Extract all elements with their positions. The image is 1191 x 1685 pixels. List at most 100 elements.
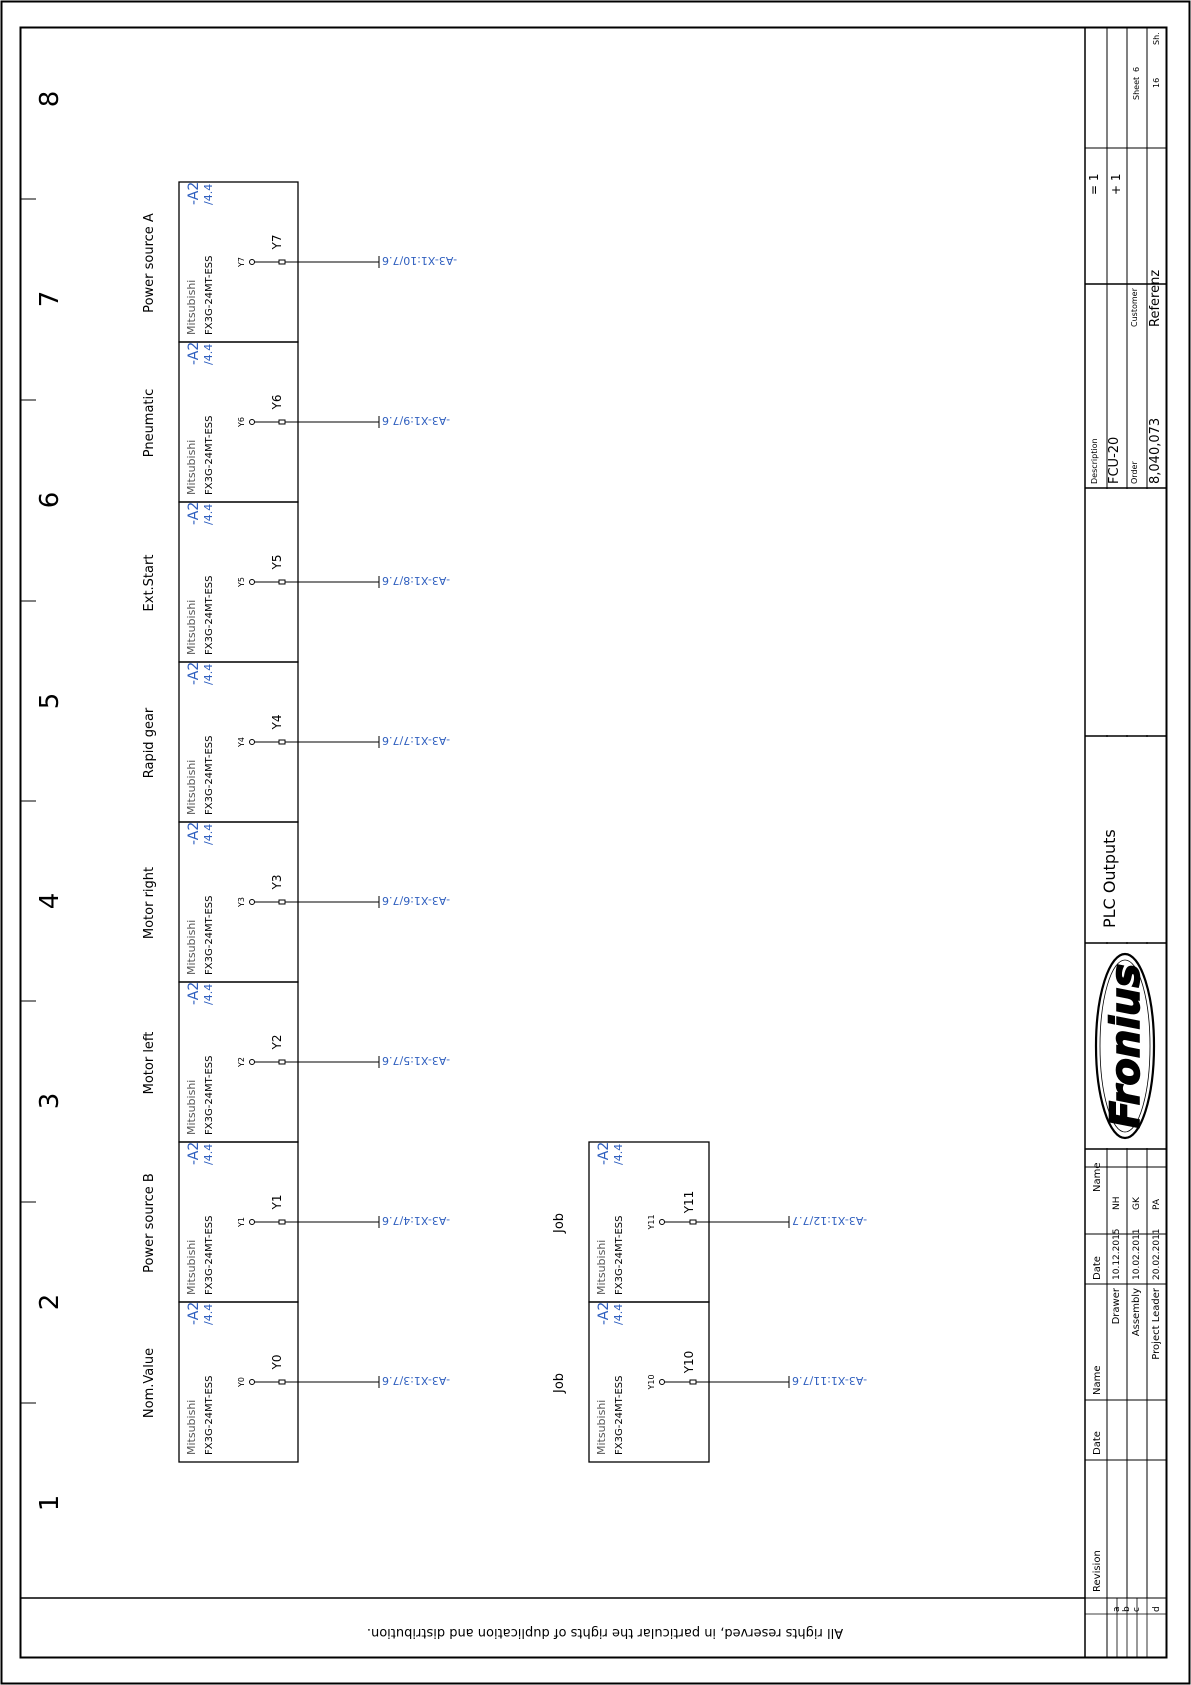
cross-reference: -A3-X1:7/7.6 xyxy=(382,734,450,747)
device-ref: /4.4 xyxy=(202,824,215,845)
manufacturer-label: Mitsubishi xyxy=(185,1240,198,1295)
title-block: Revision Date Name a b c d Date Name Dra… xyxy=(1085,27,1166,1657)
customer-label: Customer xyxy=(1130,287,1139,327)
function-label: Power source B xyxy=(142,1173,157,1273)
manufacturer-label: Mitsubishi xyxy=(185,440,198,495)
model-label: FX3G-24MT-ESS xyxy=(614,1376,625,1456)
model-label: FX3G-24MT-ESS xyxy=(204,1216,215,1296)
plc-output-y11: Job Mitsubishi FX3G-24MT-ESS -A2 /4.4 Y1… xyxy=(552,1141,867,1303)
column-grid xyxy=(20,198,36,1404)
output-label: Y4 xyxy=(270,715,284,731)
cross-reference: -A3-X1:3/7.6 xyxy=(382,1374,450,1387)
device-tag: -A2 xyxy=(596,1142,612,1165)
customer-value: Referenz xyxy=(1148,270,1163,327)
approval-name: PA xyxy=(1152,1198,1162,1210)
revision-name-header: Name xyxy=(1092,1365,1103,1395)
device-ref: /4.4 xyxy=(202,1304,215,1325)
pin-label: Y5 xyxy=(237,577,246,588)
column-number: 5 xyxy=(35,693,65,710)
approval-date: 10.02.2011 xyxy=(1132,1228,1142,1280)
column-numbers: 1 2 3 4 5 6 7 8 xyxy=(35,91,65,1512)
pin-label: Y10 xyxy=(647,1374,656,1390)
function-label: Motor right xyxy=(142,867,157,939)
approval-name: GK xyxy=(1132,1196,1142,1210)
terminal-dot xyxy=(249,1379,255,1385)
terminal-dot xyxy=(249,899,255,905)
model-label: FX3G-24MT-ESS xyxy=(204,576,215,656)
description-value: FCU-20 xyxy=(1107,437,1122,484)
fronius-logo: Fronius xyxy=(1094,952,1156,1140)
function-label: Nom.Value xyxy=(142,1348,157,1418)
device-tag: -A2 xyxy=(186,982,202,1005)
function-label: Motor left xyxy=(142,1032,157,1095)
cross-reference: -A3-X1:10/7.6 xyxy=(382,254,457,267)
function-label: Job xyxy=(552,1213,567,1234)
device-ref: /4.4 xyxy=(202,664,215,685)
cross-reference: -A3-X1:6/7.6 xyxy=(382,894,450,907)
plc-output-y0: Nom.Value Mitsubishi FX3G-24MT-ESS -A2 /… xyxy=(142,1301,450,1463)
output-label: Y0 xyxy=(270,1355,284,1371)
sheet-number: 6 xyxy=(1132,67,1141,72)
device-ref: /4.4 xyxy=(202,984,215,1005)
plc-output-y3: Motor right Mitsubishi FX3G-24MT-ESS -A2… xyxy=(142,821,450,983)
location-mark: + 1 xyxy=(1109,173,1123,195)
inner-frame xyxy=(19,26,1168,1659)
device-tag: -A2 xyxy=(186,342,202,365)
output-label: Y11 xyxy=(682,1191,696,1215)
order-value: 8,040,073 xyxy=(1148,418,1163,484)
manufacturer-label: Mitsubishi xyxy=(595,1400,608,1455)
terminal-dot xyxy=(659,1379,665,1385)
plc-output-y1: Power source B Mitsubishi FX3G-24MT-ESS … xyxy=(142,1141,450,1303)
model-label: FX3G-24MT-ESS xyxy=(204,256,215,336)
plc-output-y10: Job Mitsubishi FX3G-24MT-ESS -A2 /4.4 Y1… xyxy=(552,1301,867,1463)
manufacturer-label: Mitsubishi xyxy=(185,920,198,975)
copyright-text: All rights reserved, in particular the r… xyxy=(367,1625,843,1640)
order-label: Order xyxy=(1130,461,1139,484)
function-label: Job xyxy=(552,1373,567,1394)
output-label: Y5 xyxy=(270,555,284,571)
model-label: FX3G-24MT-ESS xyxy=(204,416,215,496)
device-tag: -A2 xyxy=(186,822,202,845)
plc-output-y7: Power source A Mitsubishi FX3G-24MT-ESS … xyxy=(142,181,457,343)
cross-reference: -A3-X1:8/7.6 xyxy=(382,574,450,587)
pin-label: Y0 xyxy=(237,1377,246,1388)
device-tag: -A2 xyxy=(186,662,202,685)
approval-date-header: Date xyxy=(1092,1256,1103,1280)
output-label: Y1 xyxy=(270,1195,284,1211)
approval-date: 20.02.2011 xyxy=(1152,1228,1162,1280)
output-label: Y3 xyxy=(270,875,284,891)
plc-output-y6: Pneumatic Mitsubishi FX3G-24MT-ESS -A2 /… xyxy=(142,341,450,503)
cross-reference: -A3-X1:9/7.6 xyxy=(382,414,450,427)
approval-role: Project Leader xyxy=(1151,1287,1162,1360)
device-tag: -A2 xyxy=(186,502,202,525)
device-ref: /4.4 xyxy=(612,1304,625,1325)
device-tag: -A2 xyxy=(186,1302,202,1325)
device-ref: /4.4 xyxy=(202,1144,215,1165)
terminal-dot xyxy=(249,259,255,265)
plc-output-y4: Rapid gear Mitsubishi FX3G-24MT-ESS -A2 … xyxy=(142,661,450,823)
cross-reference: -A3-X1:4/7.6 xyxy=(382,1214,450,1227)
device-tag: -A2 xyxy=(186,182,202,205)
manufacturer-label: Mitsubishi xyxy=(595,1240,608,1295)
output-label: Y7 xyxy=(270,235,284,251)
model-label: FX3G-24MT-ESS xyxy=(204,1376,215,1456)
revision-date-header: Date xyxy=(1092,1431,1103,1455)
pin-label: Y1 xyxy=(237,1217,246,1228)
plc-output-y5: Ext.Start Mitsubishi FX3G-24MT-ESS -A2 /… xyxy=(142,501,450,663)
function-label: Pneumatic xyxy=(142,389,157,458)
device-ref: /4.4 xyxy=(202,184,215,205)
cross-reference: -A3-X1:12/7.7 xyxy=(792,1214,867,1227)
terminal-dot xyxy=(249,579,255,585)
function-label: Ext.Start xyxy=(142,555,157,612)
device-ref: /4.4 xyxy=(202,344,215,365)
sheet-label: Sheet xyxy=(1132,77,1141,100)
logo-text: Fronius xyxy=(1103,964,1149,1129)
sheets-total: 16 xyxy=(1152,78,1161,88)
terminal-dot xyxy=(249,1059,255,1065)
description-label: Description xyxy=(1090,438,1099,484)
terminal-dot xyxy=(249,1219,255,1225)
function-label: Power source A xyxy=(142,213,157,313)
manufacturer-label: Mitsubishi xyxy=(185,1400,198,1455)
